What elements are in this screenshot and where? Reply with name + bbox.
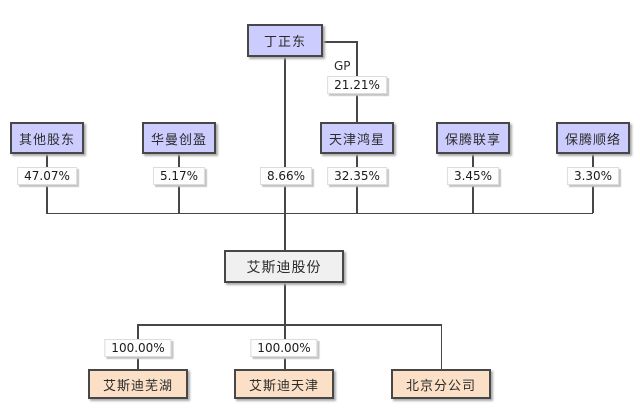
- node-other-shareholders: 其他股东: [10, 122, 84, 154]
- percent-badge-asd-wuhu: 100.00%: [104, 339, 172, 357]
- gp-role-label: GP: [334, 59, 351, 73]
- node-beijing-branch: 北京分公司: [391, 369, 491, 399]
- percent-badge-direct-stake: 8.66%: [259, 167, 313, 185]
- connector-gp-elbow-horizontal: [322, 41, 357, 43]
- percent-badge-tianjin-hongxing: 32.35%: [327, 167, 387, 185]
- node-asd-tianjin: 艾斯迪天津: [234, 369, 334, 399]
- node-huaman-chuangying: 华曼创盈: [142, 122, 216, 154]
- connector-root-drop-line: [284, 57, 286, 250]
- node-baoteng-shunluo: 保腾顺络: [556, 122, 630, 154]
- percent-badge-asd-tianjin: 100.00%: [250, 339, 318, 357]
- node-tianjin-hongxing: 天津鸿星: [320, 122, 394, 154]
- percent-badge-huaman-chuangying: 5.17%: [152, 167, 206, 185]
- connector-company-drop-line: [284, 283, 286, 325]
- percent-badge-baoteng-lianxiang: 3.45%: [446, 167, 500, 185]
- percent-badge-baoteng-shunluo: 3.30%: [566, 167, 620, 185]
- node-asd-wuhu: 艾斯迪芜湖: [88, 369, 188, 399]
- percent-badge-other-shareholders: 47.07%: [17, 167, 77, 185]
- connector-bus-subsidiaries: [137, 324, 443, 326]
- gp-percent-badge: 21.21%: [327, 76, 387, 94]
- node-dingzhengdong: 丁正东: [247, 24, 323, 57]
- node-baoteng-lianxiang: 保腾联享: [436, 122, 510, 154]
- connector-stub-beijing-branch: [440, 324, 443, 369]
- connector-bus-shareholders: [46, 212, 594, 214]
- node-asd-shares: 艾斯迪股份: [224, 250, 344, 283]
